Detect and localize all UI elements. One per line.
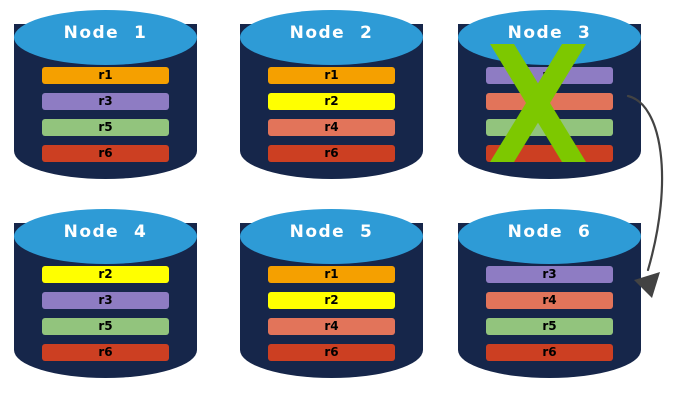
replica-list-4: r2 r3 r5 r6 xyxy=(42,266,169,370)
replica-list-1: r1 r3 r5 r6 xyxy=(42,67,169,171)
node-title-2: Node 2 xyxy=(289,23,374,43)
node-top-ellipse-1 xyxy=(14,10,197,65)
replica-bar[interactable]: r6 xyxy=(268,145,395,162)
replica-bar[interactable]: r3 xyxy=(486,67,613,84)
replica-bar[interactable]: r1 xyxy=(42,67,169,84)
replica-bar[interactable]: r5 xyxy=(486,119,613,136)
node-cylinder-1[interactable]: Node 1 r1 r3 r5 r6 xyxy=(14,10,197,193)
replica-bar[interactable]: r4 xyxy=(268,318,395,335)
replica-bar[interactable]: r1 xyxy=(268,266,395,283)
replica-bar[interactable]: r5 xyxy=(486,318,613,335)
node-cylinder-5[interactable]: Node 5 r1 r2 r4 r6 xyxy=(240,209,423,392)
replica-list-6: r3 r4 r5 r6 xyxy=(486,266,613,370)
replica-bar[interactable]: r5 xyxy=(42,318,169,335)
replica-bar[interactable]: r4 xyxy=(268,119,395,136)
node-title-3: Node 3 xyxy=(507,23,592,43)
replica-bar[interactable]: r6 xyxy=(42,145,169,162)
node-top-ellipse-6 xyxy=(458,209,641,264)
replica-bar[interactable]: r6 xyxy=(268,344,395,361)
replica-bar[interactable]: r4 xyxy=(486,93,613,110)
node-top-ellipse-2 xyxy=(240,10,423,65)
replica-bar[interactable]: r3 xyxy=(42,93,169,110)
replica-bar[interactable]: r3 xyxy=(42,292,169,309)
node-cylinder-6[interactable]: Node 6 r3 r4 r5 r6 xyxy=(458,209,641,392)
replica-bar[interactable]: r4 xyxy=(486,292,613,309)
node-title-1: Node 1 xyxy=(63,23,148,43)
replica-list-5: r1 r2 r4 r6 xyxy=(268,266,395,370)
node-cylinder-4[interactable]: Node 4 r2 r3 r5 r6 xyxy=(14,209,197,392)
replica-bar[interactable]: r6 xyxy=(42,344,169,361)
replica-bar[interactable]: r3 xyxy=(486,266,613,283)
node-title-6: Node 6 xyxy=(507,222,592,242)
replica-bar[interactable]: r2 xyxy=(42,266,169,283)
node-top-ellipse-5 xyxy=(240,209,423,264)
node-top-ellipse-4 xyxy=(14,209,197,264)
replica-bar[interactable]: r6 xyxy=(486,344,613,361)
replica-bar[interactable]: r2 xyxy=(268,93,395,110)
replica-bar[interactable]: r1 xyxy=(268,67,395,84)
replica-bar[interactable]: r6 xyxy=(486,145,613,162)
node-title-5: Node 5 xyxy=(289,222,374,242)
replica-bar[interactable]: r2 xyxy=(268,292,395,309)
node-cylinder-3[interactable]: Node 3 r3 r4 r5 r6 xyxy=(458,10,641,193)
node-title-4: Node 4 xyxy=(63,222,148,242)
replica-list-2: r1 r2 r4 r6 xyxy=(268,67,395,171)
node-cylinder-2[interactable]: Node 2 r1 r2 r4 r6 xyxy=(240,10,423,193)
replica-list-3: r3 r4 r5 r6 xyxy=(486,67,613,171)
replica-bar[interactable]: r5 xyxy=(42,119,169,136)
